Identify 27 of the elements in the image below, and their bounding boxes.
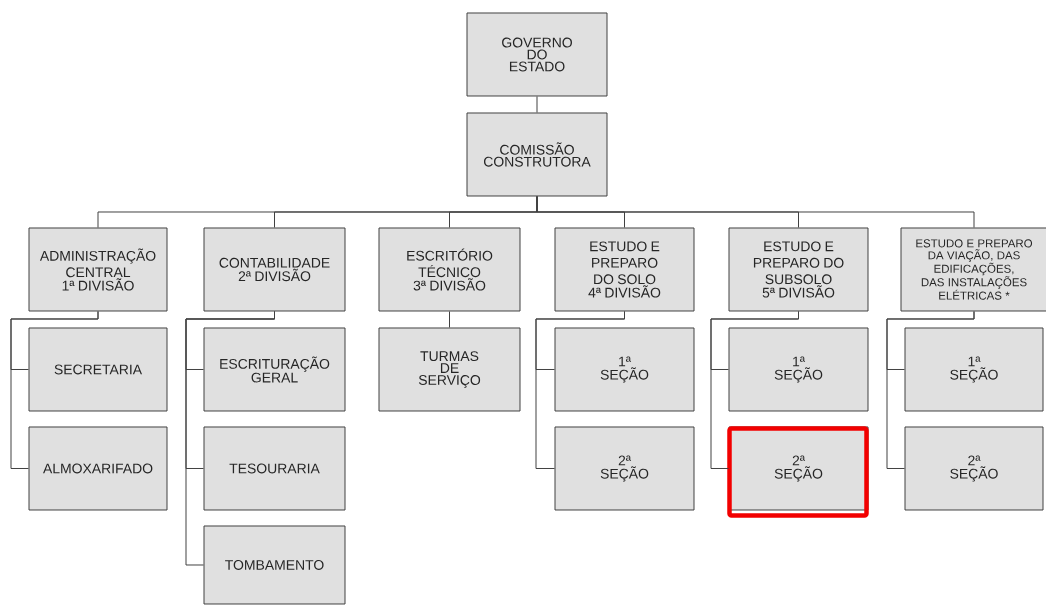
- org-box: TESOURARIA: [203, 426, 346, 511]
- org-box: SECRETARIA: [28, 327, 168, 412]
- connector-line: [536, 96, 538, 113]
- org-box: ESCRITÓRIO TÉCNICO 3ª DIVISÃO: [378, 227, 521, 312]
- org-box: TOMBAMENTO: [203, 525, 346, 605]
- org-box: GOVERNO DO ESTADO: [466, 12, 608, 97]
- org-box: COMISSÃO CONSTRUTORA: [466, 112, 608, 197]
- org-box: TURMAS DE SERVIÇO: [378, 327, 521, 412]
- connector-line: [886, 311, 975, 469]
- connector-line: [535, 311, 625, 469]
- connector-line: [536, 196, 975, 228]
- org-box: 1ª SEÇÃO: [728, 327, 869, 412]
- connector-line: [449, 311, 450, 328]
- org-box: 2ª SEÇÃO: [554, 426, 695, 511]
- connector-line: [10, 311, 99, 469]
- org-box: 1ª SEÇÃO: [904, 327, 1044, 412]
- org-box: ESTUDO E PREPARO DO SOLO 4ª DIVISÃO: [554, 227, 695, 312]
- connector-line: [185, 311, 275, 566]
- org-box: 2ª SEÇÃO: [904, 426, 1044, 511]
- org-box: CONTABILIDADE 2ª DIVISÃO: [203, 227, 346, 312]
- org-box: ADMINISTRAÇÃO CENTRAL 1ª DIVISÃO: [28, 227, 168, 312]
- org-box: ESTUDO E PREPARO DA VIAÇÃO, DAS EDIFICAÇÕES, DAS INSTALAÇÕES ELÉTRICAS *: [900, 227, 1046, 312]
- org-box: 1ª SEÇÃO: [554, 327, 695, 412]
- org-box: ESTUDO E PREPARO DO SUBSOLO 5ª DIVISÃO: [728, 227, 869, 312]
- org-box: ALMOXARIFADO: [28, 426, 168, 511]
- connector-line: [710, 311, 799, 469]
- org-box: ESCRITURAÇÃO GERAL: [203, 327, 346, 412]
